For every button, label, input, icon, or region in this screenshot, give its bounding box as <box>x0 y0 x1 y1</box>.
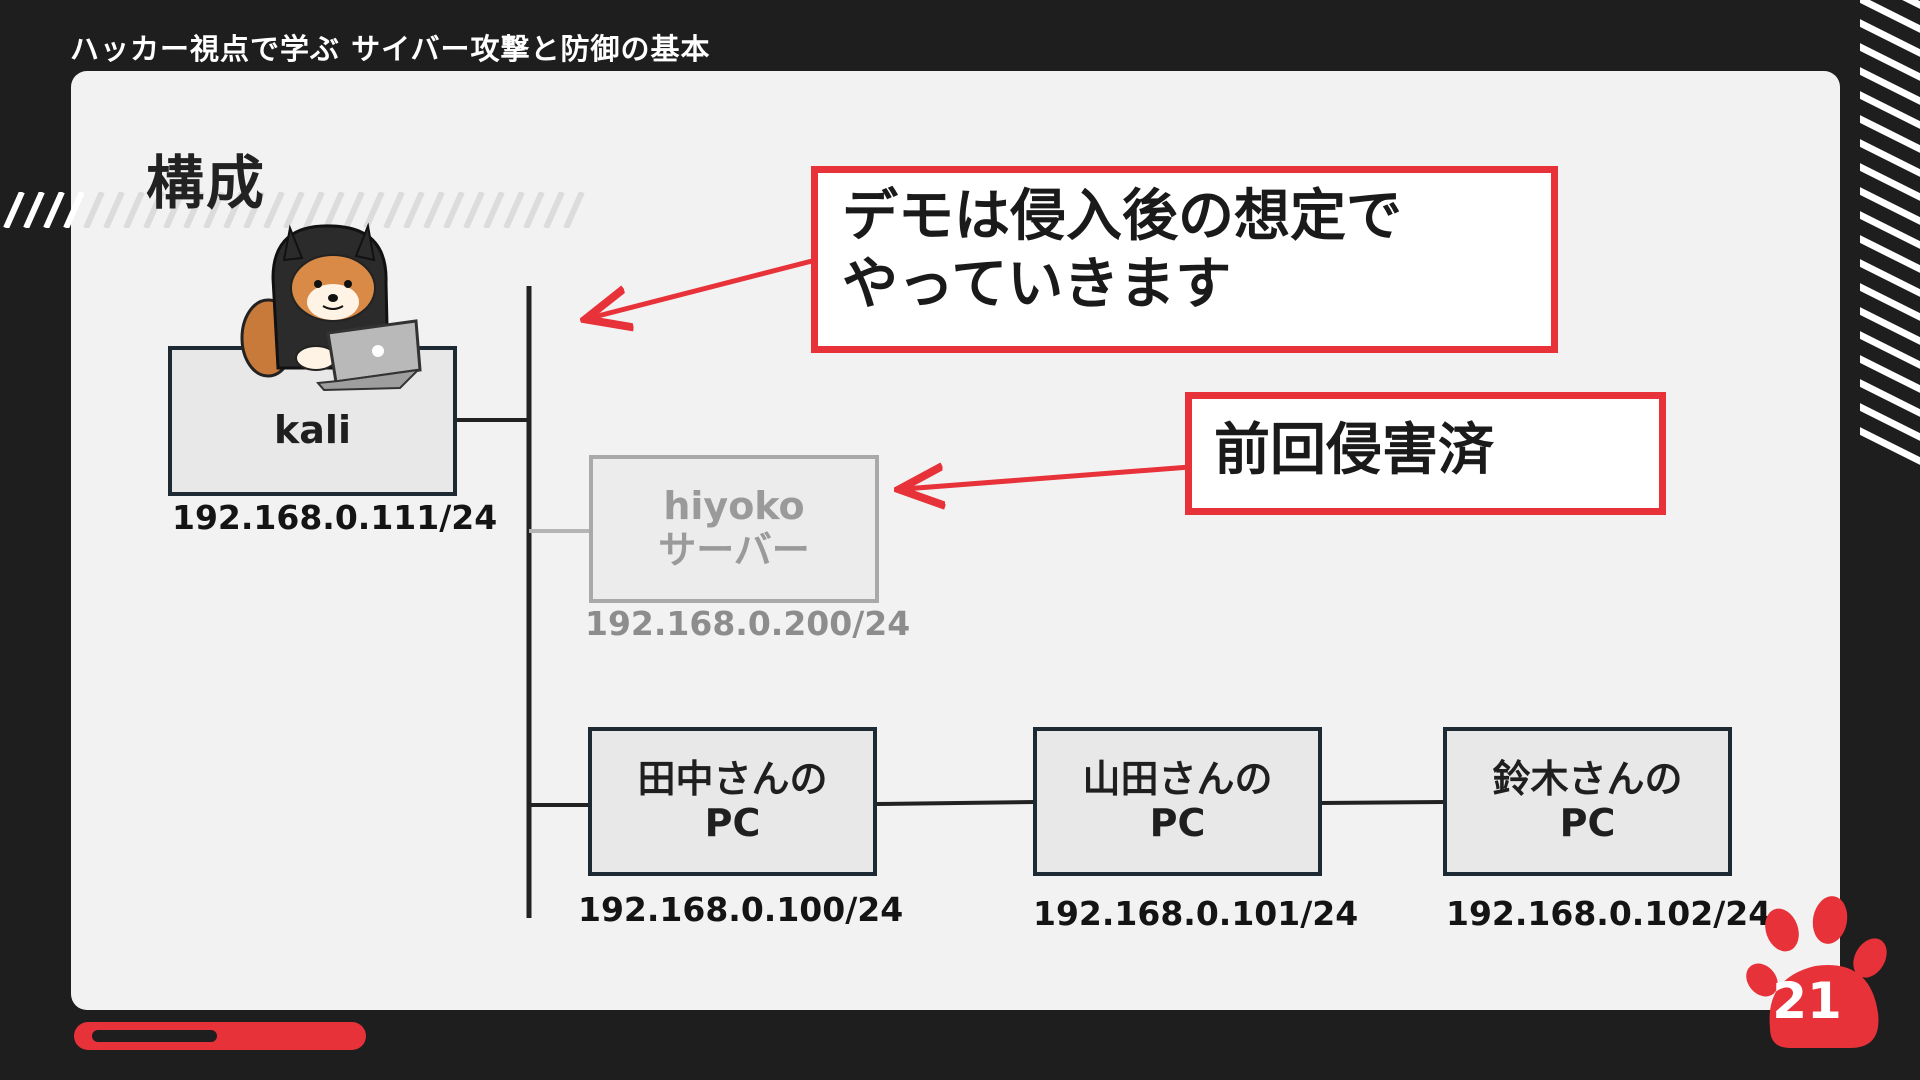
hiyoko-server-node: hiyoko サーバー <box>589 455 879 603</box>
tanaka-pc-label: 田中さんの PC <box>637 758 827 845</box>
kali-ip: 192.168.0.111/24 <box>172 498 497 537</box>
link-yamada-suzuki <box>1320 802 1444 803</box>
suzuki-pc-node: 鈴木さんの PC <box>1443 727 1732 876</box>
progress-bar-fill <box>92 1030 217 1042</box>
compromised-callout-text: 前回侵害済 <box>1192 399 1659 485</box>
hoodie-shiba-dog-icon <box>228 218 428 393</box>
suzuki-pc-ip: 192.168.0.102/24 <box>1446 894 1771 933</box>
yamada-pc-ip: 192.168.0.101/24 <box>1033 894 1358 933</box>
tanaka-pc-node: 田中さんの PC <box>588 727 877 876</box>
compromised-callout: 前回侵害済 <box>1185 392 1666 515</box>
tanaka-pc-ip: 192.168.0.100/24 <box>578 890 903 929</box>
demo-callout-text: デモは侵入後の想定で やっていきます <box>818 173 1551 319</box>
suzuki-pc-label: 鈴木さんの PC <box>1492 758 1682 845</box>
hiyoko-server-ip: 192.168.0.200/24 <box>585 604 910 643</box>
link-tanaka-yamada <box>876 802 1034 804</box>
page-number: 21 <box>1762 972 1852 1030</box>
demo-callout: デモは侵入後の想定で やっていきます <box>811 166 1558 353</box>
kali-label: kali <box>274 389 351 453</box>
hiyoko-server-label: hiyoko サーバー <box>658 485 810 572</box>
yamada-pc-node: 山田さんの PC <box>1033 727 1322 876</box>
arrow-compromised <box>904 467 1190 489</box>
arrow-demo <box>590 261 812 318</box>
yamada-pc-label: 山田さんの PC <box>1082 758 1272 845</box>
